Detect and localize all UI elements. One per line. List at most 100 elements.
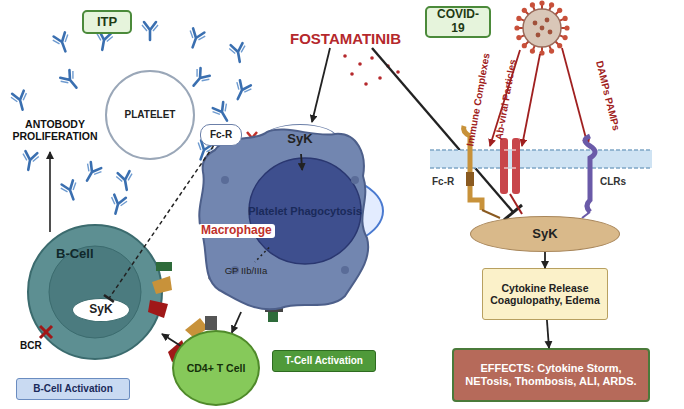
shape-part [60,70,81,92]
t-cell: CD4+ T Cell [172,330,260,406]
virus-spike-tip [549,2,554,7]
node-text: SyK [287,132,312,147]
node-text: PLATELET [125,109,176,121]
macrophage-nucleus [249,158,361,264]
antibody-symbol [211,101,234,125]
connector [232,312,241,333]
shape-part [11,93,28,103]
receptor [512,138,520,194]
drug-particle [370,56,374,60]
shape-part [85,164,102,177]
connector [301,154,302,170]
connector [544,252,546,268]
note-text: ANTOBODY PROLIFERATION [6,118,104,142]
virus-spike-tip [516,16,521,21]
drug-particle [343,54,347,58]
virus-spike-tip [562,35,567,40]
signal-stem [582,212,590,218]
connector [162,334,180,346]
antibody-symbol [229,43,248,64]
shape-part [187,28,204,49]
receptor-tag: Fc-R [200,124,242,146]
virus-dot [536,33,541,38]
membrane-line [430,149,652,151]
virus-spike-tip [530,2,535,7]
node-text: GP IIb/IIIa [225,266,268,277]
shape-part [229,46,246,55]
inhibition-line [372,48,513,212]
virus-body [523,9,561,47]
b-receptor [148,300,168,318]
connector [547,320,549,348]
shape-part [62,180,79,201]
bcr-mark [40,326,52,338]
virus-spike-tip [514,25,519,30]
virus-dot [540,26,545,31]
macrophage-cell: SyKPlatelet PhagocytosisGP IIb/IIIaMacro… [195,120,373,312]
virus-spike-tip [564,25,569,30]
antibody-symbol [60,180,81,202]
node-text: B-Cell [56,247,94,262]
membrane [430,150,652,168]
process-box: Cytokine Release Coagulopathy, Edema [482,268,608,320]
shape-part [231,43,246,63]
receptor-label: CLRs [600,176,626,188]
antibody-symbol [185,28,206,50]
b-receptor [156,262,172,271]
receptor-label: BCR [20,340,42,352]
signal-label: DAMPs PAMPs [594,60,622,132]
macrophage-body [199,129,368,309]
signal-stem [482,210,500,218]
process-box: T-Cell Activation [272,350,376,372]
b-receptor [152,276,172,294]
b-cell-nucleus [49,246,141,338]
shape-part [96,34,113,43]
antibody-symbol [59,69,83,93]
signal-label: Ab-viral Particles [493,59,519,141]
virus-spike-tip [516,35,521,40]
signal-stem [510,194,522,214]
virus [514,0,569,55]
proliferation-arrow [49,152,51,232]
shape-part [189,68,210,90]
effects-box: EFFECTS: Cytokine Storm, NETosis, Thombo… [452,348,650,402]
antibody-symbol [108,194,128,216]
clr-receptor [585,136,595,212]
virus-dot [548,30,553,35]
panel-tag: ITP [82,10,132,34]
shape-part [116,174,133,183]
drug-label: FOSTAMATINIB [290,30,401,47]
fc-receptor-seg [466,172,474,186]
shape-part [193,69,209,84]
virus-spike-tip [562,16,567,21]
node-text: CD4+ T Cell [187,362,246,374]
node-text: SyK [89,303,112,317]
virus-spike-tip [557,43,562,48]
shape-part [213,104,230,117]
shape-part [188,31,205,42]
antibody-symbol [142,22,158,40]
membrane-line [430,167,652,169]
b-cell: SyK B-Cell [28,225,162,359]
drug-particle [350,72,354,76]
node-text: EFFECTS: Cytokine Storm, NETosis, Thombo… [458,362,644,387]
virus-spike-tip [522,8,527,13]
antibody-symbol [20,151,39,172]
shape-part [40,326,52,338]
shape-part [22,151,37,171]
node-text: B-Cell Activation [33,383,113,395]
drug-particle [358,62,362,66]
antibody-symbol [52,32,73,54]
node-text: Fc-R [210,129,232,141]
platelet-circle: PLATELET [105,70,195,160]
drug-arrow [312,48,330,122]
signal-label: Immune Complexes [464,52,492,147]
panel-tag: COVID-19 [425,6,491,38]
t-receptor [205,316,217,330]
shape-part [118,171,133,191]
receptor-line [504,150,516,151]
node-text: T-Cell Activation [285,355,363,367]
node-text: Macrophage [198,224,275,238]
node-text: COVID-19 [431,8,485,36]
syk-oval: SyK [72,298,130,322]
